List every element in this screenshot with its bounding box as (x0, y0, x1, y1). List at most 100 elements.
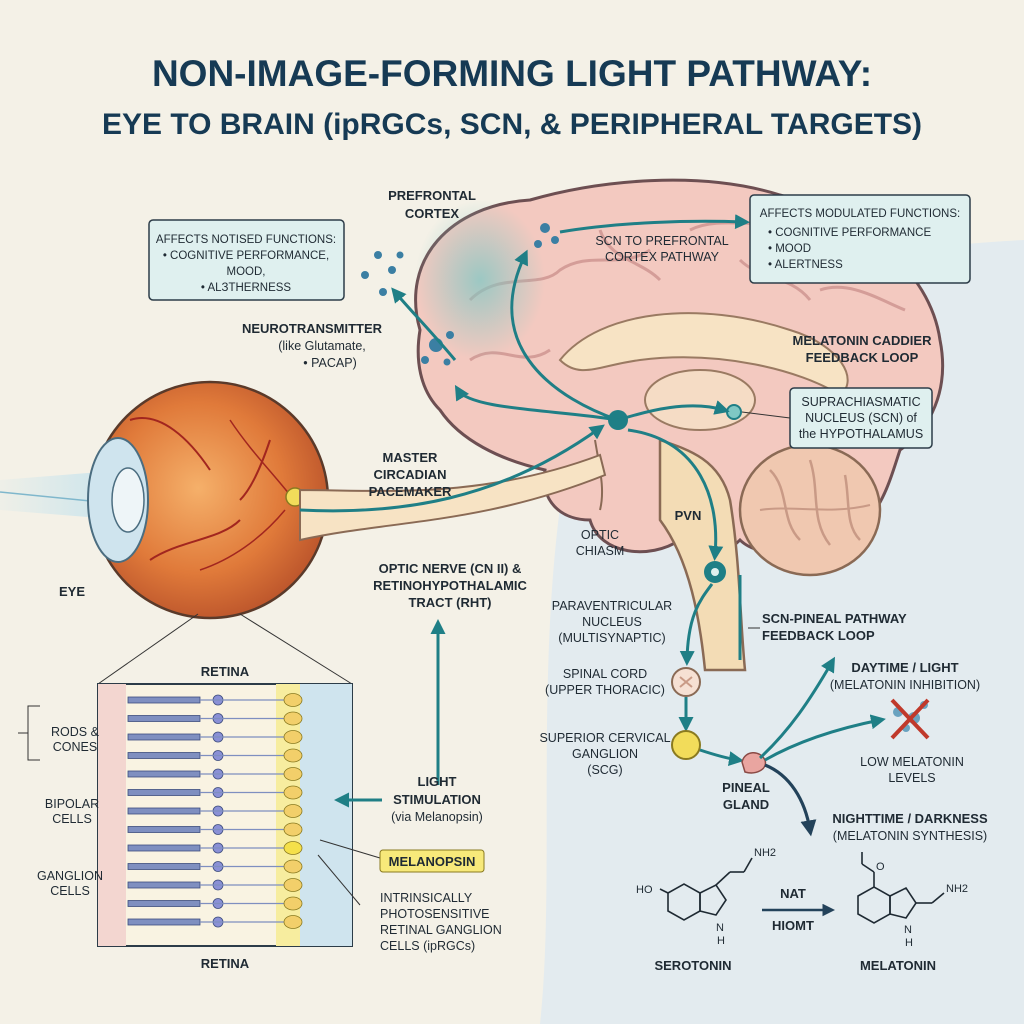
title-line-2: EYE TO BRAIN (ipRGCs, SCN, & PERIPHERAL … (102, 108, 922, 141)
scn-to-frontal-arrow (559, 214, 750, 234)
pacemaker-label-2: CIRCADIAN (374, 467, 447, 482)
pvn-to-spinal-arrow (679, 583, 714, 666)
left-box-heading: AFFECTS NOTISED FUNCTIONS: (156, 234, 336, 246)
retina-cell-row (127, 822, 303, 837)
pacemaker-label-3: PACEMAKER (369, 484, 452, 499)
prefrontal-label: PREFRONTAL (388, 188, 476, 203)
prefrontal-label-2: CORTEX (405, 206, 460, 221)
right-box-item-2: • MOOD (768, 243, 811, 255)
low-melatonin-label: LOW MELATONIN (860, 755, 964, 769)
optic-nerve-label: OPTIC NERVE (CN II) & (379, 561, 522, 576)
scn-box-line-2: NUCLEUS (SCN) of (805, 411, 917, 425)
spinal-label-2: (UPPER THORACIC) (545, 683, 665, 697)
scn-to-pfc-arrow-2 (454, 384, 619, 422)
serotonin-h: H (717, 935, 725, 947)
iprgc-label-4: CELLS (ipRGCs) (380, 939, 475, 953)
ganglion-label: GANGLION (37, 869, 103, 883)
iprgc-label-2: PHOTOSENSITIVE (380, 907, 490, 921)
serotonin-ho: HO (636, 884, 653, 896)
scn-to-pvn-arrow (627, 428, 724, 561)
thalamus (644, 369, 756, 431)
retina-cell-row (127, 730, 303, 744)
enzyme-hiomt: HIOMT (772, 918, 814, 933)
right-box-item-3: • ALERTNESS (768, 259, 843, 271)
left-box-item-2: MOOD, (227, 266, 266, 278)
right-box-heading: AFFECTS MODULATED FUNCTIONS: (760, 208, 960, 220)
scn-box-line-1: SUPRACHIASMATIC (801, 395, 920, 409)
light-label-3: (via Melanopsin) (391, 810, 483, 824)
retina-cell-row (127, 804, 303, 818)
rods-cones-label: RODS & (51, 725, 100, 739)
lens (111, 467, 145, 533)
daytime-arrow (758, 656, 836, 760)
right-functions-box: AFFECTS MODULATED FUNCTIONS: • COGNITIVE… (749, 194, 971, 284)
scg-label-3: (SCG) (587, 763, 622, 777)
right-box-item-1: • COGNITIVE PERFORMANCE (768, 227, 931, 239)
title-line-1: NON-IMAGE-FORMING LIGHT PATHWAY: (152, 53, 872, 94)
retina-cell-row (127, 896, 303, 911)
left-functions-box: AFFECTS NOTISED FUNCTIONS: • COGNITIVE P… (148, 219, 345, 301)
retina-top-label: RETINA (201, 664, 250, 679)
scn-to-hypothalamus-arrow (617, 400, 730, 422)
retina-inset (97, 683, 353, 947)
serotonin-nh2: NH2 (754, 847, 776, 859)
nighttime-arrow (764, 763, 817, 837)
ganglion-label-2: CELLS (50, 884, 90, 898)
eye-label: EYE (59, 584, 85, 599)
melatonin-n: N (904, 924, 912, 936)
rods-cones-label-2: CONES (53, 740, 97, 754)
retina-cell-row (127, 711, 303, 726)
pineal-label: PINEAL (722, 780, 770, 795)
optic-chiasm-label: OPTIC (581, 528, 619, 542)
enzyme-nat: NAT (780, 886, 806, 901)
scn-pfc-label: SCN TO PREFRONTAL (595, 234, 728, 248)
iprgc-label-3: RETINAL GANGLION (380, 923, 502, 937)
melatonin-loop-label-2: FEEDBACK LOOP (806, 350, 919, 365)
scg-to-pineal-arrow (699, 748, 744, 767)
low-melatonin-label-2: LEVELS (888, 771, 935, 785)
left-box-item-1: • COGNITIVE PERFORMANCE, (163, 250, 329, 262)
retina-cell-row (127, 915, 303, 929)
cerebellum (738, 443, 882, 577)
low-melatonin-icon (890, 698, 930, 740)
melatonin-loop-label: MELATONIN CADDIER (793, 333, 933, 348)
pvn-path-label-3: (MULTISYNAPTIC) (558, 631, 665, 645)
retina-cell-row (127, 785, 303, 800)
spinal-label: SPINAL CORD (563, 667, 647, 681)
scn-hypothalamus-node (726, 404, 742, 420)
neurotransmitter-label-3: • PACAP) (303, 356, 356, 370)
melatonin-structure (857, 852, 945, 924)
bipolar-label-2: CELLS (52, 812, 92, 826)
retina-bottom-label: RETINA (201, 956, 250, 971)
bipolar-label: BIPOLAR (45, 797, 99, 811)
serotonin-structure (659, 857, 753, 921)
neuro-release-arrow (391, 287, 457, 361)
retina-cell-row (127, 748, 303, 763)
optic-nerve-label-3: TRACT (RHT) (408, 595, 491, 610)
melanopsin-label: MELANOPSIN (389, 854, 476, 869)
retina-cell-row (127, 859, 303, 874)
retina-cell-row (127, 767, 303, 781)
melatonin-o: O (876, 861, 885, 873)
serotonin-label: SEROTONIN (654, 958, 731, 973)
scg-label-2: GANGLION (572, 747, 638, 761)
pvn-label: PVN (675, 508, 702, 523)
serotonin-n: N (716, 922, 724, 934)
scn-to-pfc-arrow (510, 249, 619, 422)
melanopsin-badge (379, 849, 485, 873)
scn-pfc-label-2: CORTEX PATHWAY (605, 250, 720, 264)
eye (0, 380, 330, 620)
light-label: LIGHT (418, 774, 457, 789)
scn-pineal-label-2: FEEDBACK LOOP (762, 628, 875, 643)
melatonin-h: H (905, 937, 913, 949)
retina-cell-row (127, 693, 303, 707)
retina-cell-row (127, 841, 303, 855)
light-label-2: STIMULATION (393, 792, 481, 807)
night-label: NIGHTTIME / DARKNESS (832, 811, 988, 826)
optic-nerve-label-2: RETINOHYPOTHALAMIC (373, 578, 527, 593)
pineal-label-2: GLAND (723, 797, 769, 812)
night-label-2: (MELATONIN SYNTHESIS) (833, 829, 987, 843)
scn-box: SUPRACHIASMATIC NUCLEUS (SCN) of the HYP… (789, 387, 933, 449)
neurotransmitter-label: NEUROTRANSMITTER (242, 321, 383, 336)
pvn-path-label-2: NUCLEUS (582, 615, 642, 629)
